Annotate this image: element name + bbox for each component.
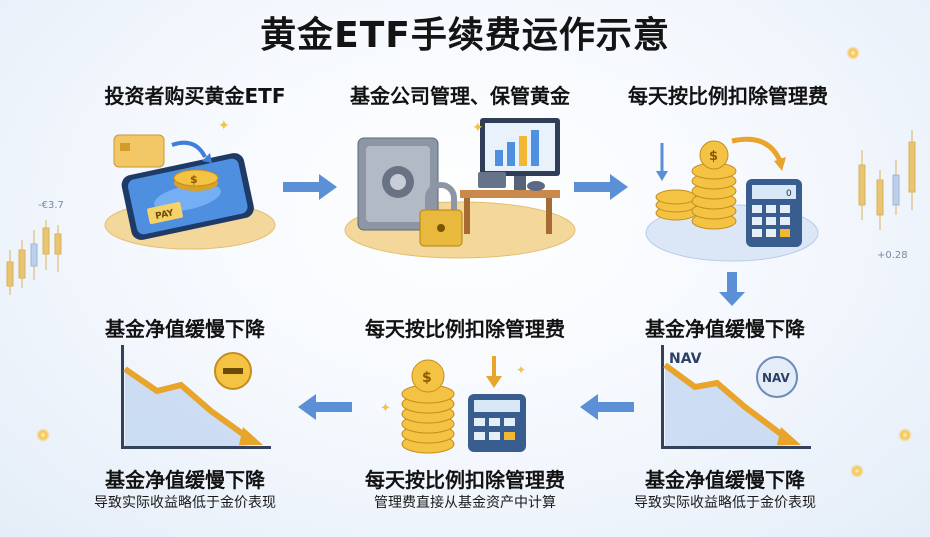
coins-calculator-icon: $ ✦ ✦ <box>380 348 540 458</box>
sparkle-decor <box>898 428 912 442</box>
svg-text:$: $ <box>190 173 198 186</box>
flow-arrow-right-icon <box>574 172 630 202</box>
left-candles-decor <box>0 200 80 320</box>
svg-text:$: $ <box>709 149 718 164</box>
svg-text:✦: ✦ <box>516 363 526 377</box>
svg-text:✦: ✦ <box>472 120 484 136</box>
right-tick-label: +0.28 <box>877 250 908 261</box>
nav-badge-text: NAV <box>669 351 702 367</box>
svg-text:✦: ✦ <box>380 401 391 416</box>
flow-arrow-left-icon <box>578 392 634 422</box>
phone-coin-icon: PAY $ ✦ <box>100 115 280 255</box>
calc-display: 0 <box>786 189 792 199</box>
bottom-center-desc: 管理费直接从基金资产中计算 <box>340 492 590 512</box>
flow-arrow-right-icon <box>283 172 339 202</box>
bottom-right-desc: 导致实际收益略低于金价表现 <box>605 492 845 512</box>
sparkle-decor <box>846 46 860 60</box>
page-title: 黄金ETF手续费运作示意 <box>0 6 930 58</box>
bottom-right-title: 基金净值缓慢下降 <box>615 464 835 493</box>
bottom-center-title: 每天按比例扣除管理费 <box>340 464 590 493</box>
nav-decline-chart-icon: NAV NAV <box>655 345 825 455</box>
step-buy-label: 投资者购买黄金ETF <box>70 80 320 109</box>
nav-left-label: 基金净值缓慢下降 <box>75 313 295 342</box>
svg-text:✦: ✦ <box>218 118 230 134</box>
safe-desk-icon: ✦ <box>340 110 580 260</box>
deduct-mid-label: 每天按比例扣除管理费 <box>345 313 585 342</box>
flow-arrow-down-icon <box>717 272 747 308</box>
left-tick-label: -€3.7 <box>38 200 64 211</box>
bottom-left-title: 基金净值缓慢下降 <box>75 464 295 493</box>
flow-arrow-left-icon <box>296 392 352 422</box>
sparkle-decor <box>36 428 50 442</box>
nav-right-label: 基金净值缓慢下降 <box>615 313 835 342</box>
bottom-left-desc: 导致实际收益略低于金价表现 <box>65 492 305 512</box>
step-deduct-top-label: 每天按比例扣除管理费 <box>603 80 853 109</box>
svg-text:$: $ <box>422 370 432 386</box>
sparkle-decor <box>850 464 864 478</box>
right-candles-decor <box>850 120 930 250</box>
step-manage-label: 基金公司管理、保管黄金 <box>335 80 585 109</box>
nav-circle-badge-text: NAV <box>762 371 791 385</box>
minus-decline-chart-icon <box>115 345 285 455</box>
coins-calculator-icon: $ 0 <box>640 115 820 265</box>
